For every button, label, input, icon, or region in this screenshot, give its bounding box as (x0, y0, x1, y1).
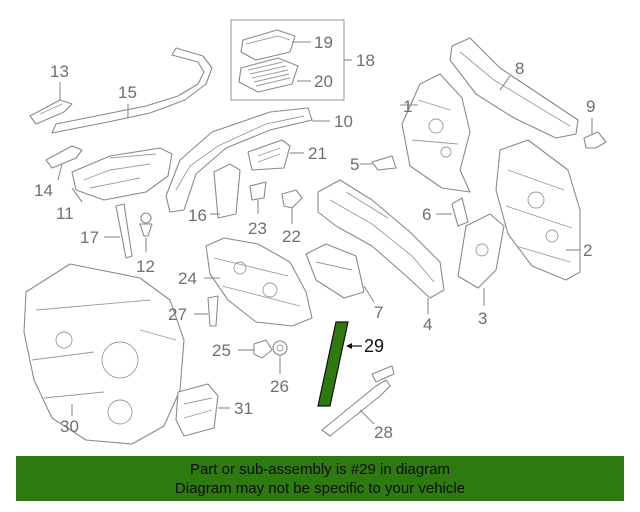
callout-11: 11 (56, 204, 74, 223)
part-info-banner: Part or sub-assembly is #29 in diagram D… (16, 456, 624, 501)
callout-22: 22 (282, 227, 301, 246)
callout-16: 16 (188, 206, 207, 225)
callout-1: 1 (403, 97, 412, 116)
part-29-highlighted-seal[interactable] (317, 321, 349, 407)
callout-31: 31 (234, 399, 253, 418)
callout-8: 8 (515, 59, 524, 78)
upper-left-braces (29, 47, 213, 134)
part-22-clip (281, 189, 303, 209)
center-lower-parts (194, 237, 313, 374)
part-28-mount (371, 365, 395, 383)
part-14-bracket (45, 145, 83, 169)
filter-box-group (230, 19, 352, 101)
lower-left-parts (23, 263, 230, 445)
right-side-parts (360, 37, 607, 306)
cowl-area-parts (45, 107, 330, 213)
callout-3: 3 (478, 309, 487, 328)
rail-parts (305, 179, 445, 314)
part-13-bracket (29, 99, 73, 125)
part-17-strip (115, 203, 133, 259)
callout-10: 10 (334, 112, 353, 131)
callout-12: 12 (136, 257, 155, 276)
part-27-strip (207, 295, 219, 327)
part-4-rail (317, 179, 445, 299)
callout-4: 4 (423, 315, 432, 334)
part-2-dash-panel (495, 139, 581, 281)
center-small-parts (210, 139, 304, 224)
callout-28: 28 (374, 423, 393, 442)
callout-18: 18 (356, 51, 375, 70)
part-12-clip-head (140, 212, 152, 224)
callout-23: 23 (248, 219, 267, 238)
callout-24: 24 (178, 269, 197, 288)
callout-27: 27 (168, 305, 187, 324)
part-5-clip (371, 155, 397, 171)
callout-29: 29 (364, 336, 384, 356)
callout-5: 5 (350, 155, 359, 174)
part-8-cowl-top (449, 37, 579, 139)
part-15-brace (51, 47, 213, 134)
banner-line-1: Part or sub-assembly is #29 in diagram (189, 460, 451, 478)
part-25-clip (253, 339, 273, 359)
callout-9: 9 (586, 97, 595, 116)
part-6-clip (451, 197, 469, 227)
part-28-strut (321, 379, 391, 437)
callout-25: 25 (212, 341, 231, 360)
callout-26: 26 (270, 377, 289, 396)
part-7-bracket (305, 243, 365, 299)
callout-17: 17 (80, 228, 99, 247)
callout-13: 13 (50, 62, 69, 81)
callout-6: 6 (422, 205, 431, 224)
part-16-bracket (213, 163, 241, 219)
callout-30: 30 (60, 417, 79, 436)
callout-15: 15 (118, 83, 137, 102)
part-11-panel (71, 147, 173, 201)
part-31-bracket (175, 383, 219, 437)
part-28-group (321, 365, 395, 437)
part-24-panel (205, 237, 313, 327)
callout-2: 2 (583, 241, 592, 260)
callout-7: 7 (374, 303, 383, 322)
banner-line-2: Diagram may not be specific to your vehi… (174, 479, 466, 497)
part-10-cowl (165, 107, 313, 213)
callout-19: 19 (314, 33, 333, 52)
part-23-clip (249, 181, 267, 201)
part-21-bracket (247, 139, 291, 171)
part-29-group (317, 321, 362, 407)
left-small-parts (104, 203, 153, 259)
callout-20: 20 (314, 72, 333, 91)
callout-21: 21 (308, 144, 327, 163)
callout-14: 14 (34, 181, 53, 200)
part-9-bracket (583, 131, 607, 149)
part-12-clip-body (139, 223, 153, 237)
